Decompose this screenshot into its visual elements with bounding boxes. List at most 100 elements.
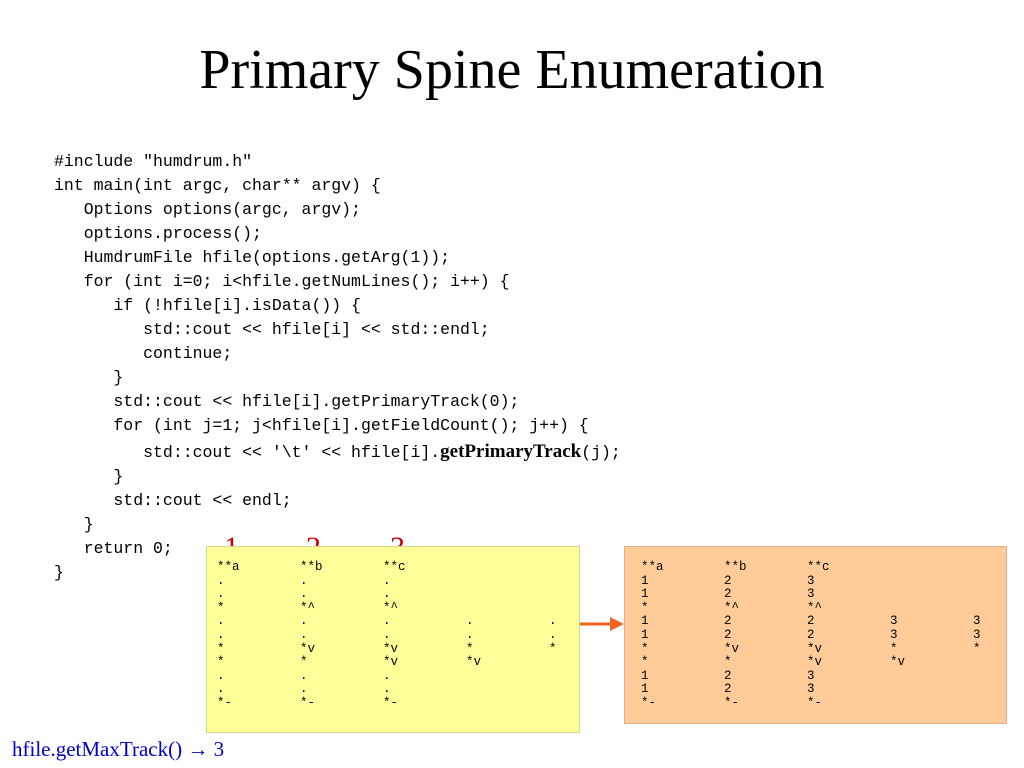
spine-cell: . — [466, 627, 474, 642]
spine-cell: 3 — [973, 627, 981, 642]
spine-cell: *- — [807, 695, 823, 710]
spine-cell: . — [300, 573, 308, 588]
spine-cell: . — [300, 682, 308, 697]
spine-row: ... — [217, 668, 579, 684]
spine-cell: * — [641, 600, 649, 615]
code-text: for (int j=1; j<hfile[i].getFieldCount()… — [54, 416, 589, 435]
spine-cell: 1 — [641, 668, 649, 683]
spine-cell: *v — [807, 655, 823, 670]
spine-cell: * — [300, 655, 308, 670]
code-text: return 0; — [54, 539, 173, 558]
code-text: options.process(); — [54, 224, 262, 243]
spine-cell: **a — [641, 560, 664, 574]
footnote-max-track: hfile.getMaxTrack() → 3 — [12, 737, 225, 761]
spine-cell: 2 — [724, 573, 732, 588]
spine-cell: 2 — [724, 668, 732, 683]
code-text: } — [54, 563, 64, 582]
spine-cell: *- — [217, 695, 233, 710]
spine-cell: 2 — [807, 627, 815, 642]
code-text: std::cout << endl; — [54, 491, 292, 510]
spine-cell: . — [383, 573, 391, 588]
spine-cell: *v — [383, 655, 399, 670]
code-listing: #include "humdrum.h"int main(int argc, c… — [54, 150, 621, 585]
input-humdrum-box: **a**b**c......**^*^..........**v*v*****… — [206, 546, 580, 733]
spine-cell: **c — [807, 560, 830, 574]
slide-title: Primary Spine Enumeration — [199, 39, 825, 101]
spine-cell: * — [217, 600, 225, 615]
spine-cell: * — [973, 641, 981, 656]
code-text: continue; — [54, 344, 233, 363]
spine-row: ..... — [217, 615, 579, 629]
spine-row: *-*-*- — [217, 695, 579, 711]
code-line: } — [54, 465, 621, 489]
code-text: } — [54, 368, 124, 387]
code-line: } — [54, 366, 621, 390]
spine-row: ***v*v — [641, 656, 1006, 670]
spine-cell: **c — [383, 560, 406, 574]
code-line: for (int i=0; i<hfile.getNumLines(); i++… — [54, 270, 621, 294]
code-text: } — [54, 515, 94, 534]
code-highlight: getPrimaryTrack — [440, 441, 582, 462]
code-line: } — [54, 513, 621, 537]
spine-cell: 1 — [641, 614, 649, 629]
spine-cell: **b — [724, 560, 747, 574]
code-line: for (int j=1; j<hfile[i].getFieldCount()… — [54, 414, 621, 438]
code-line: } — [54, 561, 621, 585]
code-text: HumdrumFile hfile(options.getArg(1)); — [54, 248, 451, 267]
code-line: std::cout << '\t' << hfile[i].getPrimary… — [54, 438, 621, 465]
spine-cell: . — [217, 627, 225, 642]
spine-cell: * — [549, 641, 557, 656]
spine-cell: 3 — [807, 682, 815, 697]
spine-cell: . — [383, 587, 391, 602]
spine-cell: *v — [466, 655, 482, 670]
spine-cell: 3 — [807, 668, 815, 683]
spine-row: ... — [217, 573, 579, 589]
spine-cell: * — [217, 655, 225, 670]
spine-cell: *^ — [383, 600, 399, 615]
code-line: Options options(argc, argv); — [54, 198, 621, 222]
spine-cell: *^ — [724, 600, 740, 615]
spine-cell: * — [641, 655, 649, 670]
code-line: std::cout << hfile[i].getPrimaryTrack(0)… — [54, 390, 621, 414]
spine-row: * *^ *^ — [641, 600, 1006, 616]
spine-row: * * *v *v — [217, 656, 579, 670]
code-line: HumdrumFile hfile(options.getArg(1)); — [54, 246, 621, 270]
code-text: std::cout << hfile[i] << std::endl; — [54, 320, 490, 339]
spine-cell: 3 — [807, 587, 815, 602]
spine-row: **a **b **c — [217, 560, 579, 575]
spine-cell: 3 — [890, 614, 898, 629]
code-line: std::cout << hfile[i] << std::endl; — [54, 318, 621, 342]
code-text: if (!hfile[i].isData()) { — [54, 296, 361, 315]
spine-cell: 1 — [641, 627, 649, 642]
spine-cell: *- — [300, 695, 316, 710]
spine-row: **v*v** — [641, 642, 1006, 657]
spine-cell: . — [383, 682, 391, 697]
spine-cell: *- — [724, 695, 740, 710]
spine-cell: *^ — [300, 600, 316, 615]
spine-cell: **a — [217, 560, 240, 574]
spine-row: ... — [217, 683, 579, 697]
spine-cell: 2 — [724, 614, 732, 629]
spine-cell: *v — [383, 641, 399, 656]
code-line: options.process(); — [54, 222, 621, 246]
spine-row: 1 2 3 — [641, 668, 1006, 684]
spine-row: **a **b **c — [641, 560, 1006, 575]
spine-row: *- *- *- — [641, 695, 1006, 711]
spine-cell: . — [466, 614, 474, 629]
spine-cell: . — [217, 668, 225, 683]
spine-cell: **b — [300, 560, 323, 574]
spine-cell: *- — [641, 695, 657, 710]
spine-cell: 1 — [641, 682, 649, 697]
spine-cell: * — [466, 641, 474, 656]
spine-cell: *^ — [807, 600, 823, 615]
code-text: (j); — [581, 443, 621, 462]
spine-row: * *^ *^ — [217, 600, 579, 616]
code-text: std::cout << hfile[i].getPrimaryTrack(0)… — [54, 392, 520, 411]
spine-cell: . — [217, 573, 225, 588]
spine-cell: 1 — [641, 573, 649, 588]
spine-cell: 1 — [641, 587, 649, 602]
